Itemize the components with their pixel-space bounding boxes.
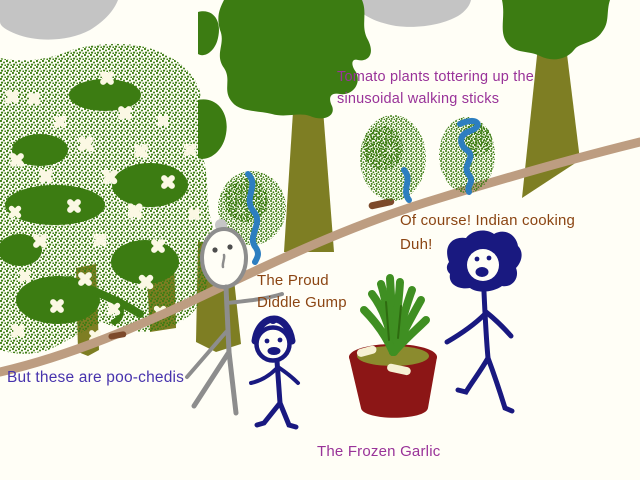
stick-figure-small-navy <box>249 315 300 430</box>
tomato-bush-2 <box>360 115 426 203</box>
walking-stick-1 <box>245 171 261 265</box>
small-figure-mouth <box>267 347 281 355</box>
flower-pot <box>349 274 437 418</box>
tree-gap <box>198 11 227 159</box>
cloud-right <box>352 0 471 27</box>
trail <box>0 137 640 377</box>
caption-proud-diddle-gump: The Proud Diddle Gump <box>257 272 347 311</box>
caption-frozen-garlic: The Frozen Garlic <box>317 443 441 460</box>
caption-indian-cooking: Of course! Indian cooking Duh! <box>400 212 576 253</box>
garlic-clove <box>356 345 377 357</box>
small-figure-head <box>254 325 292 363</box>
trail-mark <box>108 331 127 340</box>
tomato-bush-3 <box>439 117 495 195</box>
garlic-clove <box>387 363 411 376</box>
navy-figure-mouth <box>475 267 489 277</box>
stick-figure-navy <box>444 230 522 414</box>
stick-figure-gray <box>185 219 284 416</box>
caption-tomato-plants: Tomato plants tottering up the sinusoida… <box>337 69 535 107</box>
garlic-plant <box>360 274 430 356</box>
tree-middle <box>218 0 371 252</box>
walking-stick-3 <box>457 118 481 195</box>
tomato-bush-1 <box>218 171 286 265</box>
tree-branch <box>66 276 144 318</box>
cloud-left <box>0 0 118 40</box>
caption-poo-chedis: But these are poo-chedis <box>7 369 185 386</box>
flowering-tree <box>0 43 215 354</box>
walking-stick-2 <box>401 167 412 203</box>
trail-mark <box>368 198 395 210</box>
